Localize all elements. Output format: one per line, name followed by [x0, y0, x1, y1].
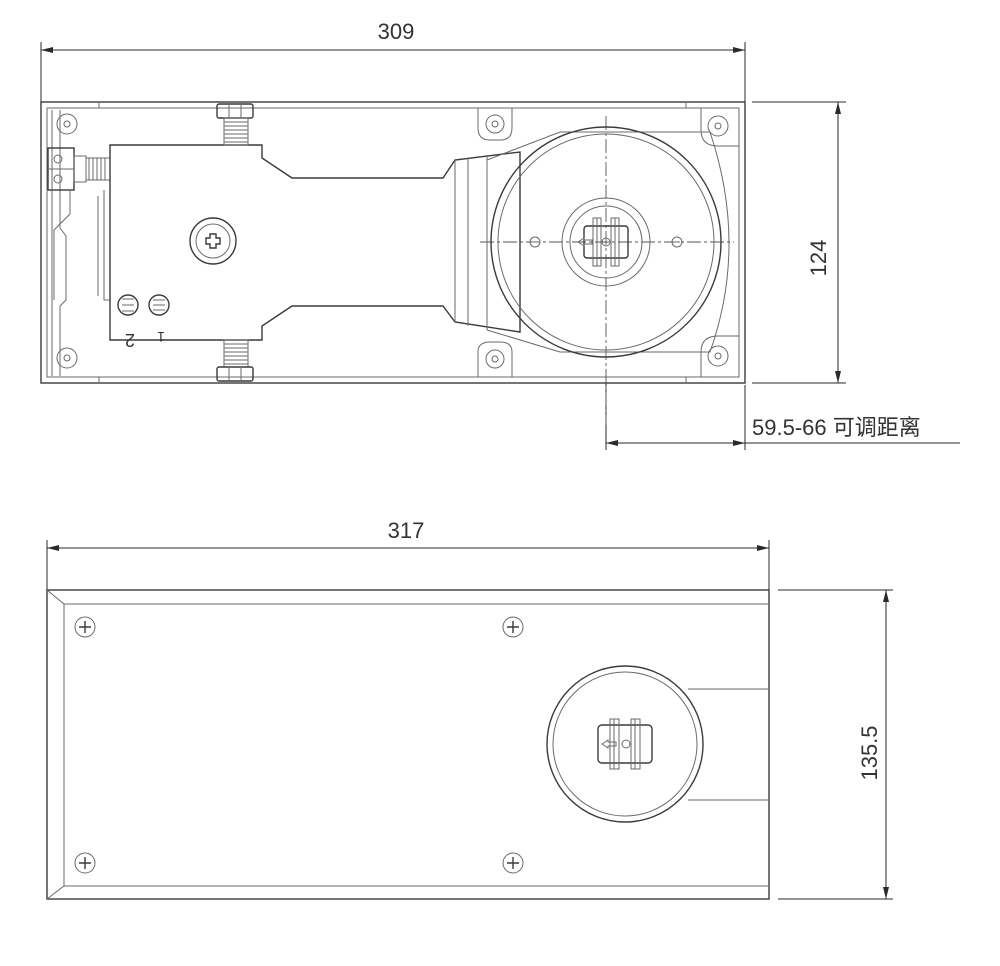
- top-width-dimension: 309: [40, 19, 746, 103]
- valve-label-1: 1: [157, 329, 165, 345]
- bottom-view: 317 135.5: [46, 518, 893, 900]
- phillips-screw-icon: [189, 217, 237, 265]
- offset-label: 59.5-66 可调距离: [752, 415, 921, 440]
- housing-outline: [40, 101, 746, 384]
- bottom-width-dimension: 317: [46, 518, 770, 590]
- top-pivot-disc: [490, 126, 722, 358]
- cam-housing-arc: [486, 131, 730, 353]
- bottom-width-label: 317: [388, 518, 425, 543]
- lower-tension-rod: [216, 339, 254, 382]
- phillips-screw-icon: [502, 616, 524, 638]
- housing-inner-edge: [46, 107, 740, 378]
- mounting-lug-top-right: [700, 108, 739, 147]
- upper-tension-rod: [216, 103, 254, 146]
- cover-plate-outline: [46, 589, 770, 900]
- mounting-hole-top-left: [56, 113, 78, 135]
- mounting-lug-bottom-right: [700, 335, 739, 377]
- phillips-screw-icon: [74, 852, 96, 874]
- spindle-arrow-icon: [597, 718, 653, 770]
- bottom-pivot-disc: [546, 665, 704, 823]
- spring-body-outline: [109, 144, 521, 341]
- mounting-hole-bottom-left: [56, 347, 78, 369]
- mounting-lug-bottom-middle: [477, 341, 513, 377]
- mounting-lug-top-middle: [477, 108, 513, 141]
- top-height-dimension: 124: [752, 101, 846, 384]
- bottom-height-label: 135.5: [857, 725, 882, 780]
- end-adjuster-assembly: [47, 147, 110, 300]
- adjustment-valve-icon: [117, 294, 170, 316]
- top-view: 309 124 59.5-66 可调距离: [40, 19, 960, 450]
- spindle-arrow-icon: [577, 217, 629, 267]
- offset-dimension: 59.5-66 可调距离: [605, 383, 960, 450]
- valve-label-2: 2: [125, 330, 135, 350]
- bottom-height-dimension: 135.5: [778, 589, 893, 900]
- top-height-label: 124: [806, 240, 831, 277]
- phillips-screw-icon: [502, 852, 524, 874]
- top-width-label: 309: [378, 19, 415, 44]
- phillips-screw-icon: [74, 616, 96, 638]
